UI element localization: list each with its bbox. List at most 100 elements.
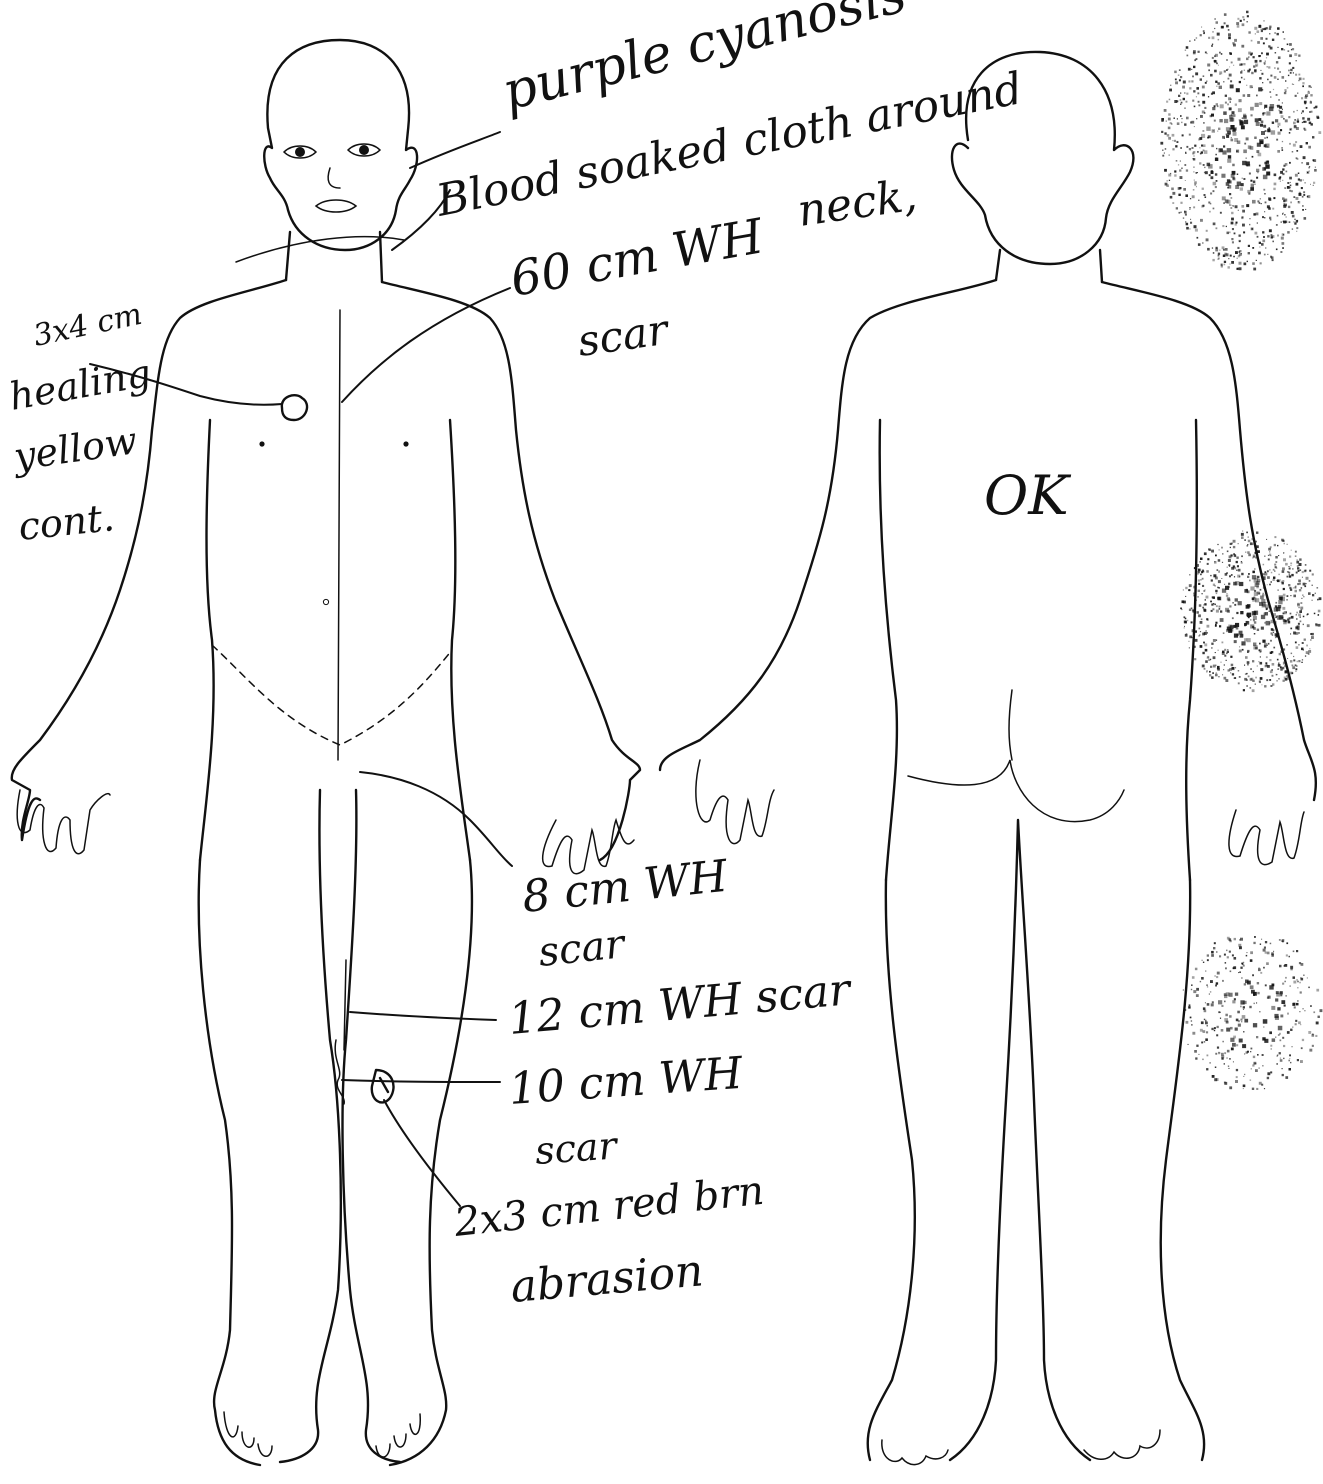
noise-speck bbox=[1289, 1068, 1292, 1071]
noise-speck bbox=[1215, 555, 1217, 557]
noise-speck bbox=[1281, 940, 1283, 942]
noise-speck bbox=[1224, 264, 1226, 266]
noise-speck bbox=[1297, 567, 1299, 569]
noise-speck bbox=[1226, 226, 1227, 227]
noise-speck bbox=[1169, 154, 1170, 155]
noise-speck bbox=[1288, 619, 1289, 620]
noise-speck bbox=[1233, 178, 1236, 181]
noise-speck bbox=[1239, 235, 1241, 237]
noise-speck bbox=[1309, 85, 1311, 87]
noise-speck bbox=[1179, 69, 1181, 71]
noise-speck bbox=[1303, 624, 1304, 625]
noise-speck bbox=[1295, 74, 1297, 76]
noise-speck bbox=[1223, 202, 1225, 204]
noise-speck bbox=[1184, 620, 1187, 623]
noise-speck bbox=[1203, 1007, 1206, 1010]
noise-speck bbox=[1203, 150, 1205, 152]
noise-speck bbox=[1199, 147, 1200, 148]
noise-speck bbox=[1219, 570, 1220, 571]
noise-speck bbox=[1182, 134, 1184, 136]
noise-speck bbox=[1282, 570, 1285, 573]
noise-speck bbox=[1239, 81, 1241, 83]
noise-speck bbox=[1236, 634, 1238, 636]
noise-speck bbox=[1307, 118, 1310, 121]
noise-speck bbox=[1275, 52, 1277, 54]
noise-speck bbox=[1203, 164, 1205, 166]
noise-speck bbox=[1234, 998, 1236, 1000]
noise-speck bbox=[1253, 268, 1256, 271]
front-left-pupil bbox=[295, 147, 305, 157]
noise-speck bbox=[1238, 210, 1239, 211]
noise-speck bbox=[1214, 942, 1216, 944]
noise-speck bbox=[1257, 236, 1259, 238]
noise-speck bbox=[1298, 607, 1299, 608]
noise-speck bbox=[1238, 682, 1240, 684]
noise-speck bbox=[1216, 86, 1217, 87]
noise-speck bbox=[1231, 1048, 1234, 1051]
noise-speck bbox=[1302, 117, 1304, 119]
noise-speck bbox=[1261, 29, 1263, 31]
noise-speck bbox=[1181, 609, 1182, 610]
noise-speck bbox=[1237, 141, 1241, 145]
noise-speck bbox=[1264, 168, 1266, 170]
noise-speck bbox=[1309, 166, 1310, 167]
leader-10cm-scar bbox=[342, 1080, 500, 1082]
noise-speck bbox=[1261, 131, 1265, 135]
noise-speck bbox=[1274, 536, 1276, 538]
noise-speck bbox=[1302, 1039, 1304, 1041]
noise-speck bbox=[1264, 62, 1266, 64]
noise-speck bbox=[1206, 570, 1209, 573]
noise-speck bbox=[1253, 544, 1254, 545]
noise-speck bbox=[1247, 21, 1248, 22]
noise-speck bbox=[1281, 115, 1284, 118]
noise-speck bbox=[1296, 227, 1298, 229]
noise-speck bbox=[1194, 180, 1195, 181]
noise-speck bbox=[1259, 247, 1260, 248]
noise-speck bbox=[1252, 571, 1254, 573]
noise-speck bbox=[1291, 1046, 1292, 1047]
noise-speck bbox=[1229, 555, 1232, 558]
noise-speck bbox=[1242, 531, 1243, 532]
noise-speck bbox=[1231, 137, 1232, 138]
noise-speck bbox=[1172, 192, 1175, 195]
front-midline bbox=[338, 310, 340, 760]
noise-speck bbox=[1253, 627, 1256, 630]
noise-speck bbox=[1293, 196, 1295, 198]
noise-speck bbox=[1227, 103, 1229, 105]
noise-speck bbox=[1234, 39, 1237, 42]
noise-speck bbox=[1241, 70, 1243, 72]
noise-speck bbox=[1229, 1058, 1231, 1060]
noise-speck bbox=[1269, 217, 1271, 219]
noise-speck bbox=[1193, 206, 1195, 208]
noise-speck bbox=[1239, 64, 1241, 66]
noise-speck bbox=[1250, 187, 1254, 191]
noise-speck bbox=[1248, 573, 1250, 575]
noise-speck bbox=[1257, 200, 1259, 202]
noise-speck bbox=[1185, 587, 1187, 589]
noise-speck bbox=[1253, 1023, 1257, 1027]
noise-speck bbox=[1249, 224, 1250, 225]
noise-speck bbox=[1227, 179, 1230, 182]
noise-speck bbox=[1269, 33, 1270, 34]
noise-speck bbox=[1264, 1088, 1265, 1089]
noise-speck bbox=[1265, 144, 1269, 148]
noise-speck bbox=[1300, 607, 1303, 610]
noise-speck bbox=[1225, 967, 1227, 969]
noise-speck bbox=[1260, 656, 1261, 657]
noise-speck bbox=[1209, 994, 1210, 995]
noise-speck bbox=[1299, 610, 1302, 613]
back-body-outline bbox=[660, 280, 1316, 800]
noise-speck bbox=[1205, 599, 1206, 600]
noise-speck bbox=[1262, 1065, 1264, 1067]
noise-speck bbox=[1264, 211, 1265, 212]
leader-60cm-scar bbox=[342, 288, 510, 402]
noise-speck bbox=[1164, 153, 1165, 154]
noise-speck bbox=[1198, 51, 1200, 53]
noise-speck bbox=[1201, 145, 1203, 147]
noise-speck bbox=[1290, 660, 1293, 663]
noise-speck bbox=[1224, 1063, 1225, 1064]
noise-speck bbox=[1242, 23, 1245, 26]
noise-speck bbox=[1212, 672, 1214, 674]
noise-speck bbox=[1300, 1024, 1301, 1025]
noise-speck bbox=[1269, 679, 1271, 681]
